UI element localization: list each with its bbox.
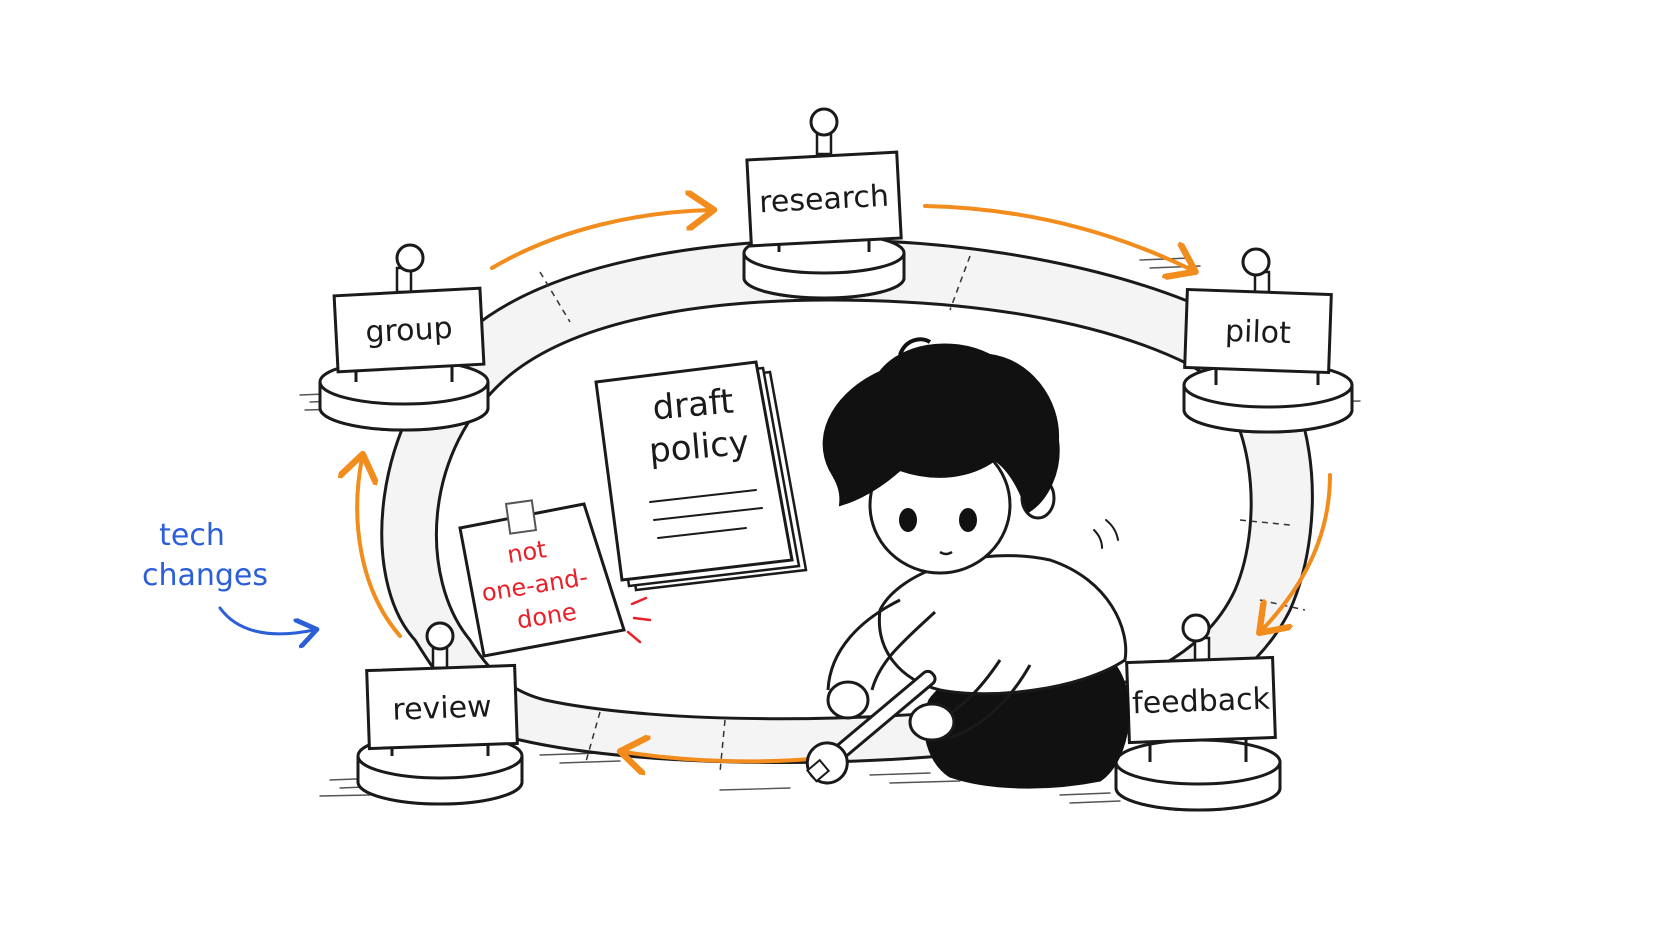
side-note-line2: changes: [142, 558, 268, 593]
arrow-group-to-research: [490, 210, 710, 270]
station-feedback: feedback: [1114, 613, 1282, 812]
station-label-feedback: feedback: [1132, 682, 1272, 722]
station-label-research: research: [758, 179, 889, 221]
side-note-tech-changes: tech changes: [142, 518, 314, 634]
sticky-note: not one-and- done: [458, 499, 652, 658]
arrow-feedback-to-review: [624, 752, 824, 761]
sticky-note-line1: not: [505, 535, 548, 569]
station-review: review: [356, 621, 524, 806]
document-title-line2: policy: [647, 423, 750, 472]
wrench-icon: [805, 669, 937, 785]
arrow-review-to-group: [357, 458, 402, 638]
station-label-review: review: [392, 689, 492, 727]
arrow-pilot-to-feedback: [1262, 473, 1332, 630]
arrow-research-to-pilot: [923, 204, 1192, 270]
station-label-group: group: [365, 311, 454, 351]
person-with-wrench: [805, 337, 1130, 789]
document-title-line1: draft: [651, 382, 735, 429]
cycle-arrows: [357, 204, 1332, 761]
side-note-line1: tech: [159, 518, 225, 553]
station-pilot: pilot: [1182, 247, 1354, 434]
station-research: research: [742, 107, 906, 300]
station-group: group: [318, 243, 490, 432]
draft-policy-document: draft policy: [594, 360, 808, 592]
side-note-arrow: [218, 606, 314, 634]
station-label-pilot: pilot: [1224, 314, 1291, 351]
